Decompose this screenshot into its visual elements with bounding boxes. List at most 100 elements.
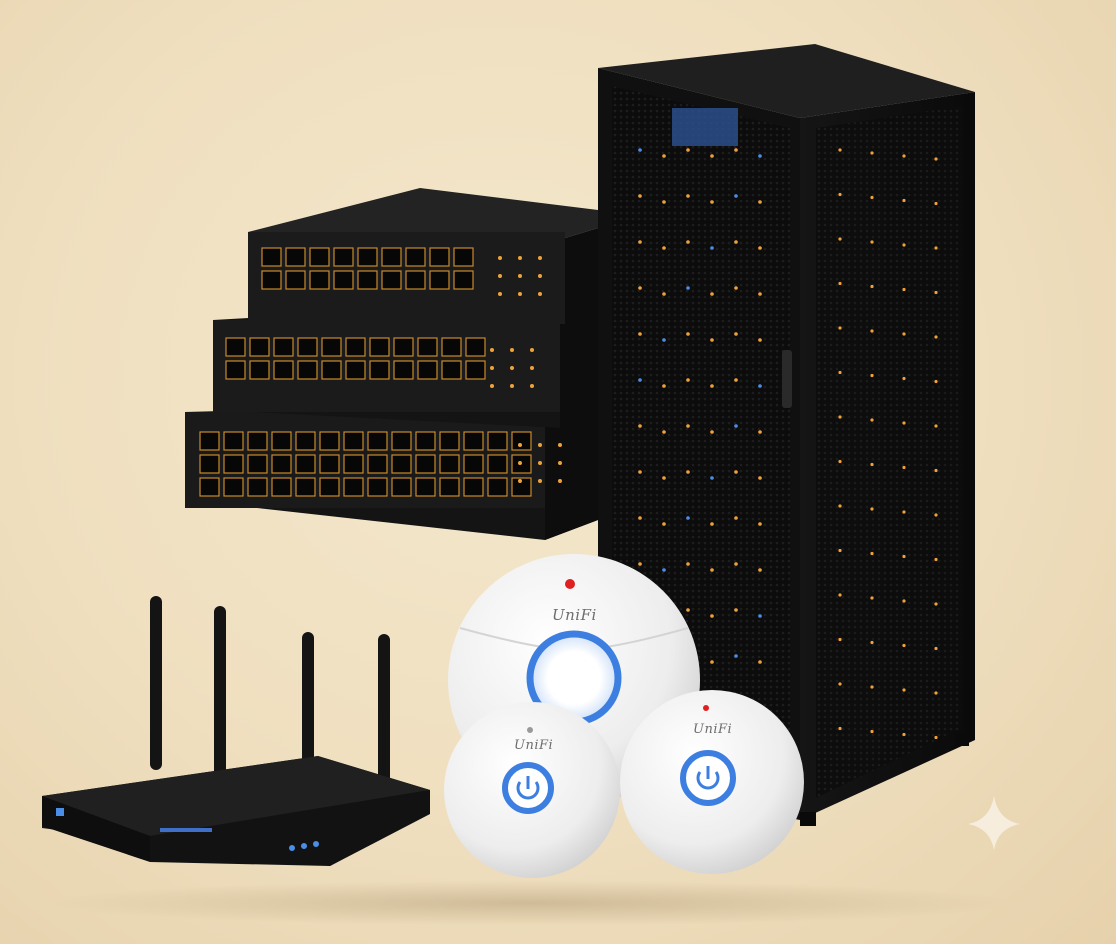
switch-port xyxy=(249,360,270,380)
switch-port xyxy=(199,454,220,474)
switch-port xyxy=(453,247,474,267)
rack-led xyxy=(902,510,906,514)
rack-led xyxy=(758,430,762,434)
rack-led xyxy=(838,593,842,597)
rack-led xyxy=(934,424,938,428)
rack-led xyxy=(710,384,714,388)
rack-led xyxy=(870,418,874,422)
switch-port xyxy=(295,431,316,451)
rack-led xyxy=(902,732,906,737)
power-icon xyxy=(696,766,720,790)
rack-led xyxy=(934,602,938,606)
rack-led xyxy=(710,430,714,434)
antenna xyxy=(150,596,162,770)
switch-led xyxy=(538,274,542,278)
floor-shadow xyxy=(40,880,1020,926)
rack-led xyxy=(710,660,714,664)
switch-port xyxy=(463,477,484,497)
rack-led xyxy=(870,462,874,467)
access-point-right xyxy=(620,690,804,874)
switch-port xyxy=(439,454,460,474)
rack-led xyxy=(734,148,738,152)
rack-led xyxy=(638,194,642,198)
switch-port xyxy=(223,431,244,451)
rack-led xyxy=(710,614,714,618)
switch-port xyxy=(439,431,460,451)
switch-led xyxy=(530,348,534,352)
switch-port xyxy=(247,477,268,497)
rack-led xyxy=(734,194,738,198)
switch-led xyxy=(518,461,522,465)
rack-led xyxy=(934,735,938,740)
switch-port xyxy=(225,360,246,380)
rack-led xyxy=(638,286,642,290)
rack-led xyxy=(758,338,762,342)
unifi-logo: UniFi xyxy=(693,722,733,737)
rack-led xyxy=(934,379,938,384)
switch-led xyxy=(498,256,502,260)
switch-port xyxy=(271,454,292,474)
rack-led xyxy=(734,562,738,566)
switch-led xyxy=(490,384,494,388)
rack-led xyxy=(710,338,714,342)
rack-led xyxy=(638,424,642,428)
rack-led xyxy=(902,198,906,203)
rack-led xyxy=(902,243,906,247)
switch-led xyxy=(518,256,522,260)
rack-led xyxy=(686,516,690,520)
switch-port xyxy=(367,431,388,451)
switch-port xyxy=(391,477,412,497)
antenna xyxy=(302,632,314,776)
rack-led xyxy=(710,246,714,250)
switch-port xyxy=(415,477,436,497)
switch-port xyxy=(415,431,436,451)
rack-led xyxy=(686,240,690,244)
switch-port xyxy=(247,431,268,451)
rack-led xyxy=(934,201,938,206)
switch-port xyxy=(319,431,340,451)
switch-port xyxy=(295,477,316,497)
rack-led xyxy=(638,240,642,244)
rack-led xyxy=(758,476,762,480)
router xyxy=(42,596,430,866)
switch-port xyxy=(369,360,390,380)
router-status-display xyxy=(160,828,212,832)
rack-led xyxy=(662,338,666,342)
sparkle-icon xyxy=(968,796,1020,850)
switch-2-ports xyxy=(225,337,534,388)
rack-led xyxy=(838,726,842,731)
switch-3-ports xyxy=(199,431,562,497)
rack-led xyxy=(870,685,874,689)
rack-led xyxy=(902,376,906,381)
rack-led xyxy=(638,378,642,382)
switch-port xyxy=(345,360,366,380)
switch-port xyxy=(391,431,412,451)
rack-led xyxy=(838,237,842,241)
rack-led xyxy=(934,290,938,295)
power-icon xyxy=(516,776,540,800)
antenna xyxy=(378,634,390,792)
switch-led xyxy=(538,292,542,296)
switch-port xyxy=(261,247,282,267)
switch-led xyxy=(558,461,562,465)
rack-led xyxy=(870,596,874,600)
rack-led xyxy=(734,470,738,474)
rack-led xyxy=(710,476,714,480)
rack-led xyxy=(662,430,666,434)
switch-port xyxy=(271,431,292,451)
rack-led xyxy=(710,154,714,158)
switch-port xyxy=(391,454,412,474)
access-point-left xyxy=(444,702,620,878)
rack-led xyxy=(934,513,938,517)
switch-port xyxy=(343,454,364,474)
rack-led xyxy=(838,415,842,419)
switch-port xyxy=(439,477,460,497)
switch-port xyxy=(309,270,330,290)
rack-led xyxy=(686,470,690,474)
rack-led xyxy=(838,682,842,686)
rack-led xyxy=(758,384,762,388)
switch-port xyxy=(453,270,474,290)
switch-led xyxy=(530,366,534,370)
rack-display xyxy=(672,108,738,146)
